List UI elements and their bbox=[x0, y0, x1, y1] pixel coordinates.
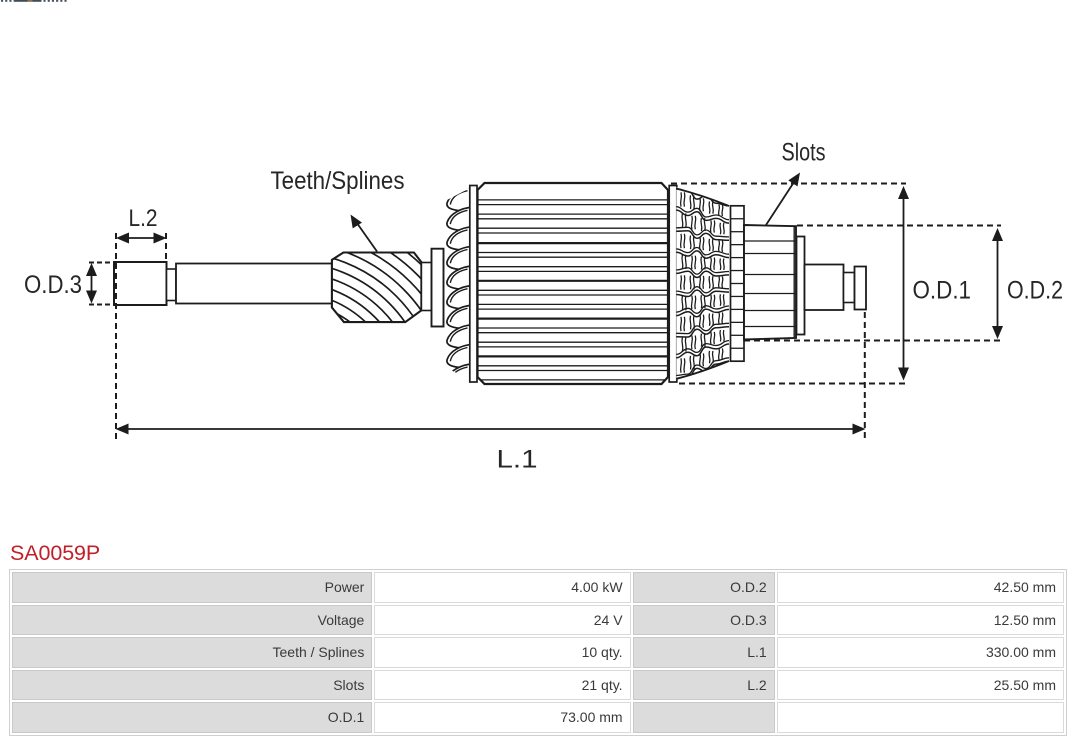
svg-text:O.D.2: O.D.2 bbox=[1007, 277, 1063, 305]
svg-text:O.D.3: O.D.3 bbox=[24, 271, 82, 299]
svg-text:O.D.1: O.D.1 bbox=[913, 277, 972, 305]
svg-text:L.1: L.1 bbox=[497, 446, 538, 474]
svg-text:Slots: Slots bbox=[782, 139, 826, 167]
svg-text:L.2: L.2 bbox=[129, 205, 158, 232]
svg-text:Teeth/Splines: Teeth/Splines bbox=[271, 167, 405, 195]
